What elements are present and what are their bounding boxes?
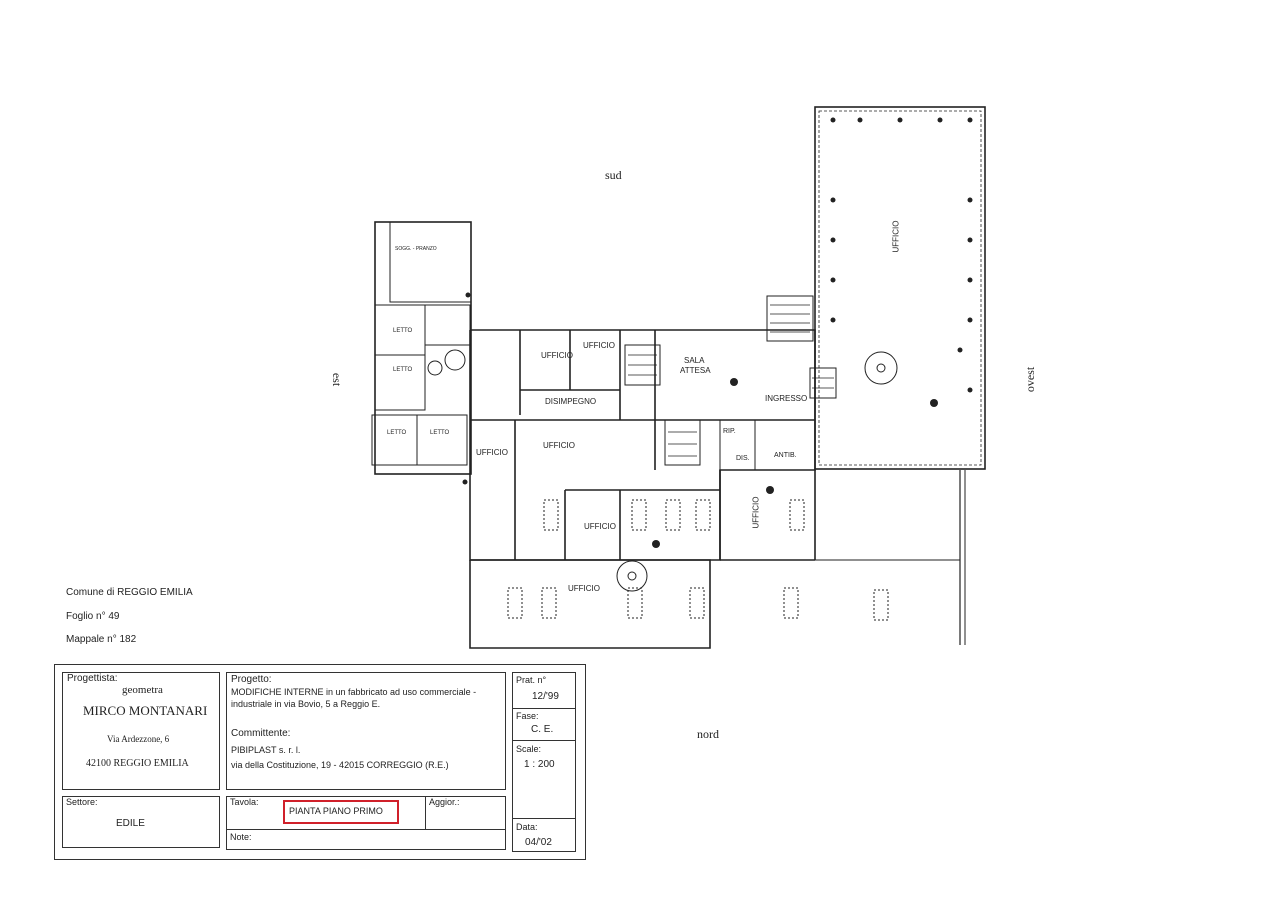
room-label-ufficio: UFFICIO [583, 341, 615, 350]
orientation-south: sud [605, 168, 622, 182]
tavola-box [226, 796, 506, 850]
settore-box [62, 796, 220, 848]
room-label-ufficio: UFFICIO [891, 220, 901, 253]
progettista-name: MIRCO MONTANARI [83, 703, 208, 718]
committente-label: Committente: [231, 728, 291, 739]
title-block [54, 664, 586, 860]
settore-label: Settore: [66, 797, 98, 807]
room-label-ufficio: UFFICIO [476, 448, 508, 457]
comune-label: Comune di REGGIO EMILIA [66, 587, 193, 598]
divider [512, 818, 576, 819]
progettista-box [62, 672, 220, 790]
room-label-ufficio: UFFICIO [543, 441, 575, 450]
settore-value: EDILE [116, 818, 145, 829]
room-label-letto: LETTO [387, 430, 407, 436]
prat-value: 12/'99 [532, 691, 559, 702]
committente-name: PIBIPLAST s. r. l. [231, 745, 301, 755]
room-label-rip: RIP. [723, 428, 736, 435]
room-label-attesa: ATTESA [680, 366, 711, 375]
room-label-soggiorno: SOGG. - PRANZO [395, 246, 437, 252]
divider [512, 708, 576, 709]
room-label-sala: SALA [684, 356, 705, 365]
data-value: 04/'02 [525, 837, 552, 848]
room-label-letto: LETTO [393, 367, 413, 373]
room-label-ingresso: INGRESSO [765, 394, 808, 403]
room-label-letto: LETTO [430, 430, 450, 436]
aggior-label: Aggior.: [429, 797, 460, 807]
note-label: Note: [230, 832, 252, 842]
orientation-west: ovest [1023, 366, 1038, 393]
room-label-disimpegno: DISIMPEGNO [545, 397, 597, 406]
scale-label: Scale: [516, 744, 542, 754]
room-label-ufficio: UFFICIO [568, 584, 600, 593]
progettista-city: 42100 REGGIO EMILIA [86, 758, 189, 769]
tavola-label: Tavola: [230, 797, 259, 807]
committente-address: via della Costituzione, 19 - 42015 CORRE… [231, 760, 449, 770]
prat-label: Prat. n° [516, 675, 547, 685]
tavola-value: PIANTA PIANO PRIMO [289, 806, 383, 816]
room-label-ufficio: UFFICIO [541, 351, 573, 360]
ufficio-west-block [814, 106, 986, 470]
progetto-box [226, 672, 506, 790]
data-label: Data: [516, 822, 538, 832]
fase-label: Fase: [516, 711, 539, 721]
progetto-line2: industriale in via Bovio, 5 a Reggio E. [231, 699, 381, 709]
scale-value: 1 : 200 [524, 759, 555, 770]
divider [226, 829, 506, 830]
room-label-dis: DIS. [736, 455, 750, 462]
progettista-title: geometra [122, 684, 163, 696]
room-label-letto: LETTO [393, 328, 413, 334]
progettista-label: Progettista: [67, 673, 118, 684]
info-column [512, 672, 576, 852]
orientation-north: nord [697, 727, 719, 741]
fase-value: C. E. [531, 724, 554, 735]
room-label-antib: ANTIB. [774, 452, 797, 459]
divider [425, 796, 426, 829]
orientation-east: est [330, 372, 345, 387]
foglio-label: Foglio n° 49 [66, 611, 120, 622]
divider [512, 740, 576, 741]
progettista-street: Via Ardezzone, 6 [107, 734, 170, 744]
mappale-label: Mappale n° 182 [66, 634, 137, 645]
tavola-highlight [283, 800, 399, 824]
progetto-label: Progetto: [231, 674, 272, 685]
room-label-ufficio: UFFICIO [751, 496, 761, 529]
progetto-line1: MODIFICHE INTERNE in un fabbricato ad us… [231, 687, 477, 697]
room-label-ufficio: UFFICIO [584, 522, 616, 531]
